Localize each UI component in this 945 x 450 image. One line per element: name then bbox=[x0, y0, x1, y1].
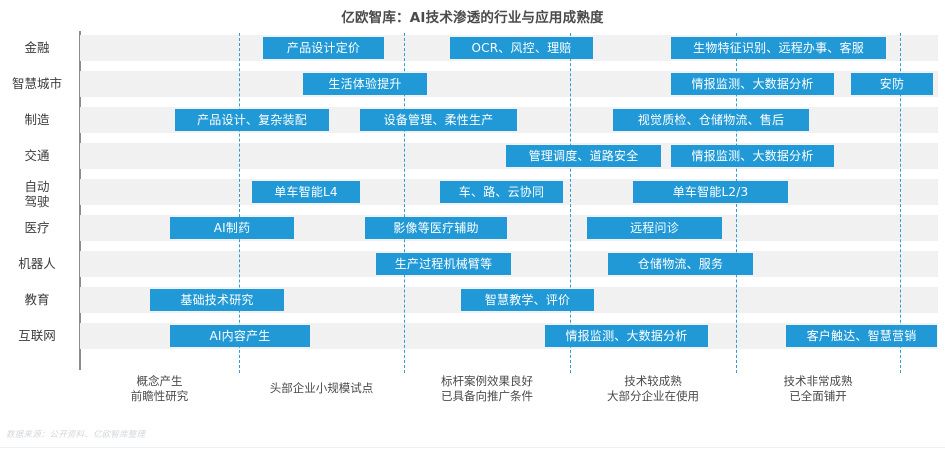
bar-制造-2[interactable]: 设备管理、柔性生产 bbox=[360, 109, 517, 131]
bar-金融-2[interactable]: OCR、风控、理赔 bbox=[450, 37, 593, 59]
data-source-note: 数据来源：公开资料、亿欧智库整理 bbox=[6, 430, 146, 440]
row-label-制造: 制造 bbox=[24, 112, 50, 127]
footer-divider bbox=[0, 447, 945, 448]
bar-自动驾驶-3[interactable]: 单车智能L2/3 bbox=[633, 181, 788, 203]
bar-互联网-2[interactable]: 情报监测、大数据分析 bbox=[545, 325, 708, 347]
x-axis-label-line1: 技术非常成熟 bbox=[783, 374, 853, 388]
bar-自动驾驶-2[interactable]: 车、路、云协同 bbox=[440, 181, 563, 203]
bar-医疗-3[interactable]: 远程问诊 bbox=[587, 217, 722, 239]
row-label-智慧城市: 智慧城市 bbox=[11, 76, 62, 91]
x-axis-label-line2: 已具备向推广条件 bbox=[441, 389, 533, 403]
bar-医疗-2[interactable]: 影像等医疗辅助 bbox=[365, 217, 507, 239]
bar-智慧城市-1[interactable]: 生活体验提升 bbox=[303, 73, 427, 95]
bar-互联网-3[interactable]: 客户触达、智慧营销 bbox=[786, 325, 937, 347]
x-axis-label-5: 技术非常成熟已全面铺开 bbox=[723, 374, 913, 404]
bar-教育-2[interactable]: 智慧教学、评价 bbox=[461, 289, 594, 311]
bar-智慧城市-2[interactable]: 情报监测、大数据分析 bbox=[671, 73, 834, 95]
x-axis-label-line2: 大部分企业在使用 bbox=[607, 389, 699, 403]
x-axis-label-line2: 已全面铺开 bbox=[789, 389, 847, 403]
bar-自动驾驶-1[interactable]: 单车智能L4 bbox=[252, 181, 360, 203]
bar-医疗-1[interactable]: AI制药 bbox=[170, 217, 294, 239]
bar-交通-1[interactable]: 管理调度、道路安全 bbox=[506, 145, 661, 167]
bar-智慧城市-3[interactable]: 安防 bbox=[851, 73, 933, 95]
x-axis-label-line1: 头部企业小规模试点 bbox=[269, 381, 374, 395]
row-label-金融: 金融 bbox=[24, 40, 50, 55]
x-axis-label-line2: 前瞻性研究 bbox=[130, 389, 189, 403]
row-label-自动驾驶: 自动驾驶 bbox=[0, 179, 74, 209]
row-label-机器人: 机器人 bbox=[18, 256, 56, 271]
gridline-2 bbox=[404, 33, 405, 373]
bar-制造-3[interactable]: 视觉质检、仓储物流、售后 bbox=[613, 109, 809, 131]
x-axis-label-3: 标杆案例效果良好已具备向推广条件 bbox=[392, 374, 582, 404]
x-axis-label-line1: 概念产生 bbox=[136, 374, 183, 388]
bar-金融-1[interactable]: 产品设计定价 bbox=[263, 37, 384, 59]
x-axis-label-line1: 技术较成熟 bbox=[624, 374, 682, 388]
gridline-3 bbox=[570, 33, 571, 373]
row-label-交通: 交通 bbox=[24, 148, 50, 163]
gridline-4 bbox=[736, 33, 737, 373]
bar-制造-1[interactable]: 产品设计、复杂装配 bbox=[175, 109, 329, 131]
bar-机器人-1[interactable]: 生产过程机械臂等 bbox=[376, 253, 511, 275]
bar-机器人-2[interactable]: 仓储物流、服务 bbox=[608, 253, 753, 275]
x-axis-label-2: 头部企业小规模试点 bbox=[227, 381, 417, 396]
x-axis-label-line1: 标杆案例效果良好 bbox=[441, 374, 533, 388]
row-label-line2: 驾驶 bbox=[24, 194, 50, 209]
row-label-互联网: 互联网 bbox=[18, 328, 56, 343]
row-label-教育: 教育 bbox=[24, 292, 50, 307]
gridline-1 bbox=[239, 33, 240, 373]
bar-金融-3[interactable]: 生物特征识别、远程办事、客服 bbox=[671, 37, 886, 59]
bar-交通-2[interactable]: 情报监测、大数据分析 bbox=[671, 145, 834, 167]
x-axis-label-1: 概念产生前瞻性研究 bbox=[65, 374, 255, 404]
gridline-5 bbox=[900, 33, 901, 373]
bar-互联网-1[interactable]: AI内容产生 bbox=[170, 325, 310, 347]
page-title: 亿欧智库：AI技术渗透的行业与应用成熟度 bbox=[341, 10, 604, 26]
bar-教育-1[interactable]: 基础技术研究 bbox=[150, 289, 284, 311]
row-label-line1: 自动 bbox=[24, 179, 50, 194]
x-axis-label-4: 技术较成熟大部分企业在使用 bbox=[558, 374, 748, 404]
row-label-医疗: 医疗 bbox=[24, 220, 50, 235]
